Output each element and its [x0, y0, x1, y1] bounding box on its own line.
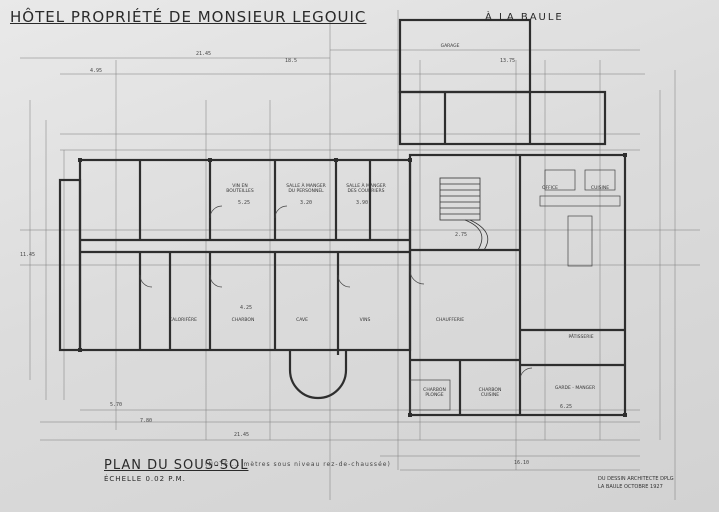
columns [78, 153, 627, 417]
round-bay [288, 350, 348, 400]
signature-line-1: DU DESSIN ARCHITECTE DPLG [598, 476, 674, 482]
dimension-left-a: 4.95 [90, 68, 103, 74]
kitchen-fittings [409, 169, 621, 411]
room-label-cuisine: CUISINE [590, 186, 610, 191]
room-label-charbon-plonge: CHARBON PLONGE [423, 388, 446, 398]
room-label-personnel: SALLE À MANGER DU PERSONNEL [286, 184, 326, 194]
dimension-d7: 5.70 [110, 402, 123, 408]
room-label-cave: CAVE [296, 318, 308, 323]
room-label-garage: GARAGE [440, 44, 460, 49]
dimension-overall-bottom: 21.45 [234, 432, 250, 438]
dimension-d8: 7.80 [140, 418, 153, 424]
dimension-d4: 4.25 [240, 305, 253, 311]
dimension-d5: 6.25 [560, 404, 573, 410]
room-label-courriers: SALLE À MANGER DES COURRIERS [346, 184, 386, 194]
dimension-d6: 2.75 [455, 232, 468, 238]
room-label-vin: VIN EN BOUTEILLES [226, 184, 254, 194]
room-label-charbon-cuisine: CHARBON CUISINE [478, 388, 502, 398]
room-label-garde-manger: GARDE - MANGER [554, 386, 596, 391]
room-label-vins: VINS [359, 318, 371, 323]
dimension-bottom-right: 16.10 [514, 460, 530, 466]
plan-scale: ÉCHELLE 0.02 P.M. [104, 475, 186, 483]
dimension-d2: 3.20 [300, 200, 313, 206]
drawing-title: HÔTEL PROPRIÉTÉ DE MONSIEUR LEGOUIC [10, 8, 367, 26]
signature-line-2: LA BAULE OCTOBRE 1927 [598, 484, 663, 490]
room-label-calorifere: CALORIFÈRE [169, 318, 197, 323]
room-label-chaufferie: CHAUFFERIE [435, 318, 465, 323]
dimension-overall-top: 21.45 [196, 51, 212, 57]
dimension-top-right: 18.5 [285, 58, 298, 64]
room-label-patisserie: PÂTISSERIE [568, 335, 594, 340]
room-label-charbon: CHARBON [231, 318, 255, 323]
dimension-d3: 3.90 [356, 200, 369, 206]
dimension-top-c: 13.75 [500, 58, 516, 64]
dimension-lines [20, 10, 700, 500]
walls [58, 18, 627, 417]
room-label-office: OFFICE [541, 186, 559, 191]
dimension-left-b: 11.45 [20, 252, 36, 258]
drawing-location: À LA BAULE [485, 12, 564, 23]
dimension-d1: 5.25 [238, 200, 251, 206]
plan-note: (NOTÉ ... mètres sous niveau rez-de-chau… [205, 461, 391, 468]
plan-title: PLAN DU SOUS-SOL [104, 458, 249, 473]
staircase [439, 177, 489, 251]
door-swings [139, 205, 533, 381]
